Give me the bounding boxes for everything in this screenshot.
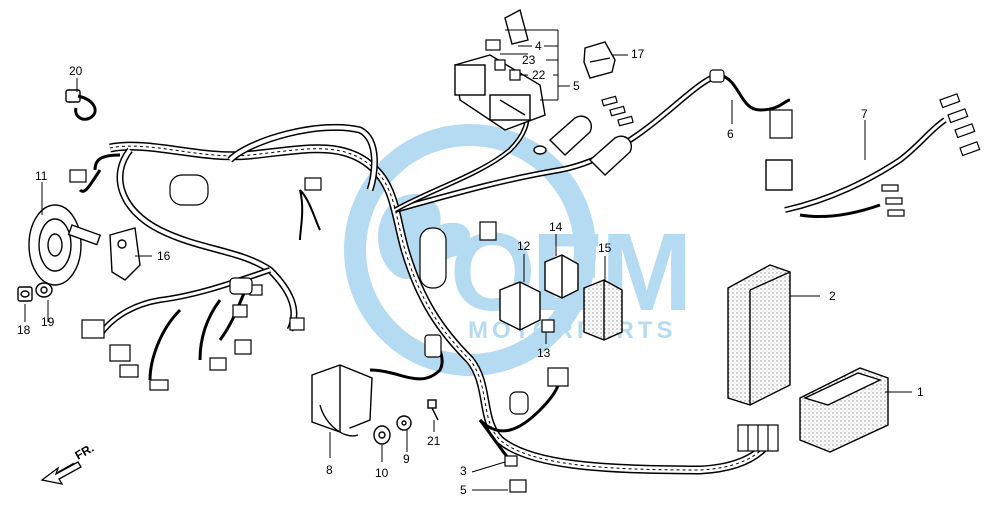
callout-5-top: 5 (573, 79, 580, 93)
part-10-grommet[interactable] (373, 425, 391, 445)
callout-17: 17 (631, 47, 645, 61)
callout-13: 13 (537, 346, 551, 360)
callout-16: 16 (157, 249, 171, 263)
callout-9: 9 (403, 452, 410, 466)
part-13-clip[interactable] (541, 319, 555, 333)
part-23-fuse[interactable] (485, 39, 501, 51)
callout-11: 11 (35, 169, 48, 183)
watermark-sub: MOTORPARTS (468, 317, 676, 344)
part-5-clip-lower[interactable] (509, 479, 527, 493)
callout-8: 8 (326, 463, 333, 477)
callout-21: 21 (427, 434, 441, 448)
callout-1: 1 (917, 385, 924, 399)
left-harness-connectors (69, 169, 322, 391)
part-2-control-unit[interactable] (727, 264, 791, 406)
callout-18: 18 (17, 323, 31, 337)
part-19-washer[interactable] (35, 282, 53, 298)
callout-10: 10 (375, 466, 389, 480)
part-5-relay-box[interactable] (454, 54, 546, 131)
callout-7: 7 (861, 107, 868, 121)
part-3-connector[interactable] (504, 455, 518, 467)
part-16-bracket[interactable] (109, 227, 141, 281)
callout-numbers: 20 11 16 18 19 4 23 22 5 17 6 7 12 14 15… (17, 39, 924, 497)
callout-4: 4 (535, 39, 542, 53)
part-12-relay[interactable] (499, 281, 541, 331)
part-15-relay[interactable] (583, 279, 623, 341)
callout-5-bottom: 5 (460, 483, 467, 497)
front-marker-label: FR. (73, 441, 97, 463)
condensers-top (533, 115, 632, 176)
connector-to-1 (737, 424, 779, 452)
part-7-sub-harness[interactable] (765, 93, 981, 219)
part-18-nut[interactable] (17, 286, 33, 302)
part-20-clip[interactable] (65, 89, 97, 121)
part-8-unit[interactable] (311, 364, 373, 437)
callout-12: 12 (517, 239, 531, 253)
callout-23: 23 (522, 53, 536, 67)
callout-22: 22 (532, 68, 546, 82)
callout-20: 20 (69, 64, 83, 78)
callout-3: 3 (460, 464, 467, 478)
part-14-relay[interactable] (544, 254, 579, 299)
callout-14: 14 (549, 220, 563, 234)
callout-6: 6 (727, 127, 734, 141)
part-17-relay[interactable] (583, 41, 616, 79)
pigtail-connectors-6 (601, 69, 793, 139)
main-wire-harness (78, 72, 791, 475)
misc-connectors (419, 221, 569, 415)
leader-lines (24, 29, 912, 491)
callout-2: 2 (829, 289, 836, 303)
part-21-bolt[interactable] (427, 399, 439, 421)
part-4-fuse-cover[interactable] (504, 8, 529, 45)
part-1-control-unit[interactable] (799, 367, 889, 453)
part-11-horn[interactable] (28, 204, 102, 286)
callout-19: 19 (41, 315, 55, 329)
part-9-collar[interactable] (396, 415, 412, 431)
callout-15: 15 (598, 241, 612, 255)
front-direction-arrow: FR. (40, 441, 97, 485)
